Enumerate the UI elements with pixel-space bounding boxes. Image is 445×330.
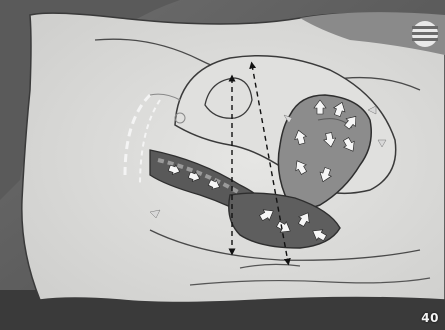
page-number: 40 [421,311,439,325]
striped-circle-logo [412,21,438,47]
logo-stripe-3 [412,38,438,41]
logo-stripe-1 [412,26,438,29]
logo-stripe-2 [412,32,438,35]
